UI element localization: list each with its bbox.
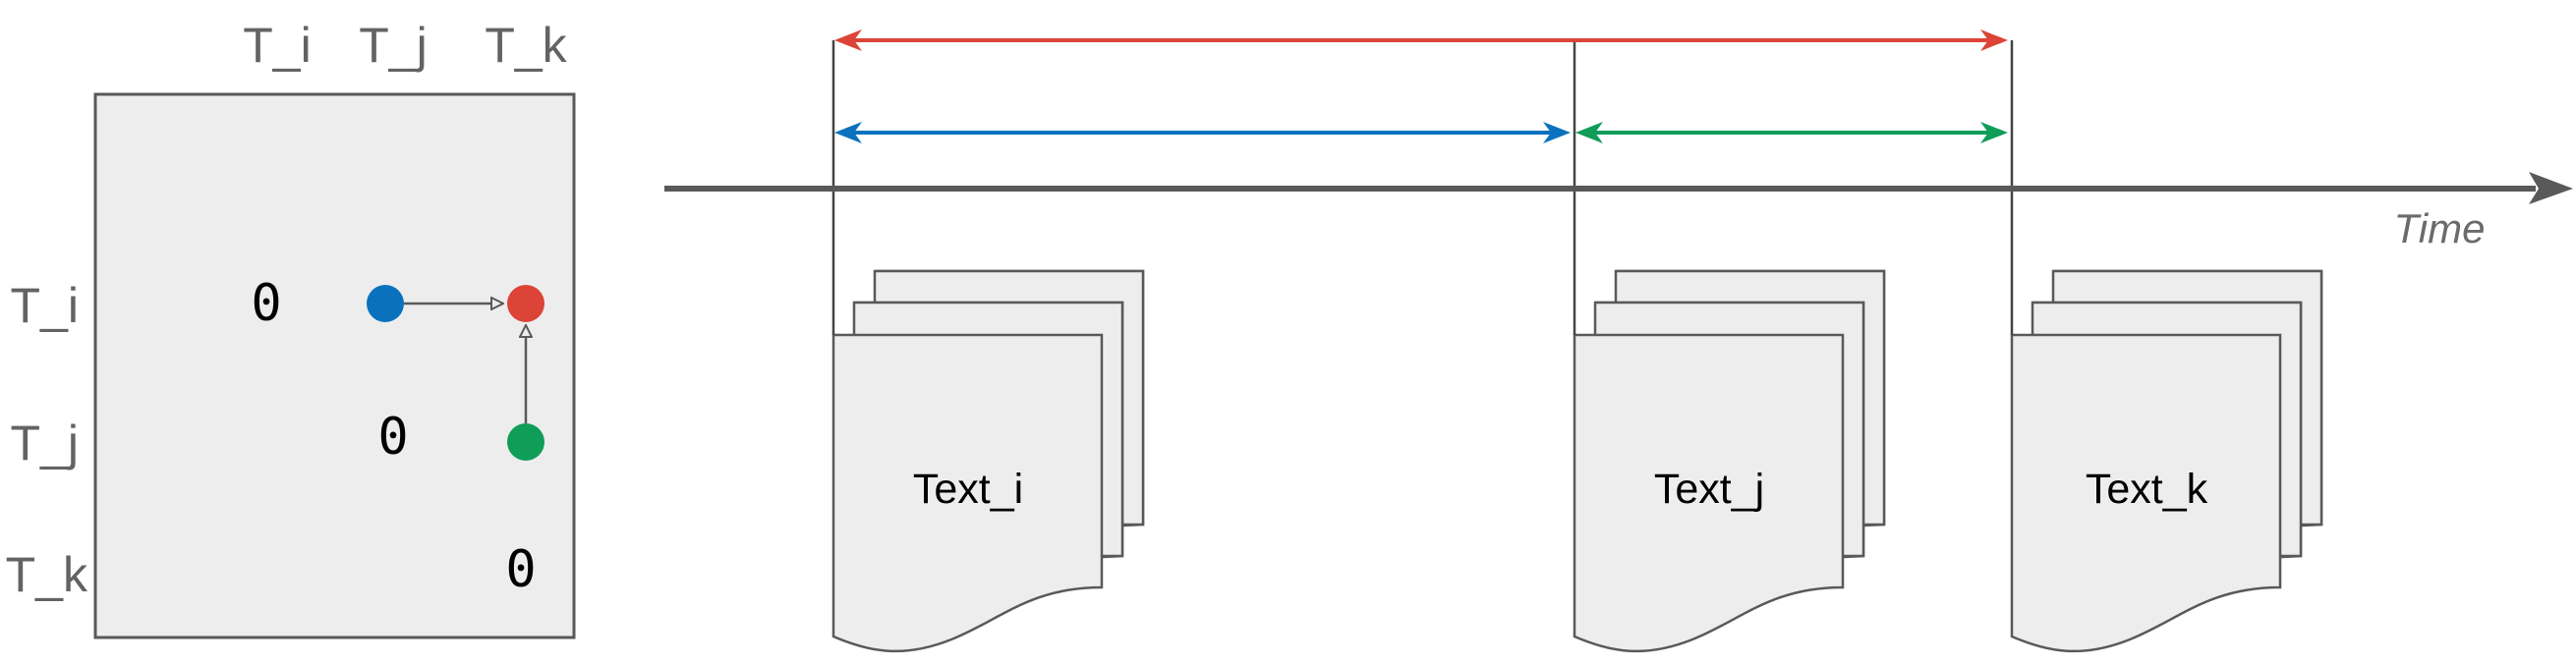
document-label: Text_i	[913, 466, 1023, 513]
time-axis-label: Time	[2394, 205, 2486, 251]
red-node	[507, 285, 544, 322]
document-front-page	[831, 333, 1104, 653]
arrowhead-right-icon	[1543, 122, 1571, 143]
interval-arrows	[834, 29, 2008, 143]
row-label-i: T_i	[11, 278, 79, 333]
interval-i-to-k	[834, 29, 2008, 51]
interval-i-to-j	[834, 122, 1571, 143]
diagonal-zero-i: 0	[251, 274, 281, 333]
row-label-k: T_k	[6, 547, 88, 602]
document-stacks: Text_i Text_j Text_k	[831, 269, 2323, 653]
row-label-j: T_j	[11, 416, 79, 471]
document-front-page	[1573, 333, 1845, 653]
column-label-k: T_k	[485, 18, 567, 73]
matrix-box	[93, 92, 576, 639]
document-stack: Text_k	[2010, 269, 2323, 653]
arrowhead-left-icon	[834, 29, 862, 51]
arrowhead-right-icon	[1980, 122, 2008, 143]
time-axis-arrowhead-icon	[2529, 172, 2573, 204]
column-label-j: T_j	[359, 18, 427, 73]
arrowhead-left-icon	[834, 122, 862, 143]
attention-matrix: T_i T_j T_k T_i T_j T_k 0 0 0	[6, 18, 576, 639]
blue-node	[367, 285, 404, 322]
interval-j-to-k	[1575, 122, 2008, 143]
arrowhead-right-icon	[1980, 29, 2008, 51]
diagonal-zero-k: 0	[505, 540, 536, 599]
document-stack: Text_i	[831, 269, 1145, 653]
column-label-i: T_i	[243, 18, 311, 73]
arrowhead-left-icon	[1575, 122, 1603, 143]
green-node	[507, 423, 544, 461]
diagonal-zero-j: 0	[377, 408, 408, 467]
document-label: Text_k	[2086, 466, 2208, 513]
document-stack: Text_j	[1573, 269, 1886, 653]
document-front-page	[2010, 333, 2282, 653]
document-label: Text_j	[1654, 466, 1764, 513]
timeline: Text_i Text_j Text_k Time	[664, 29, 2573, 653]
